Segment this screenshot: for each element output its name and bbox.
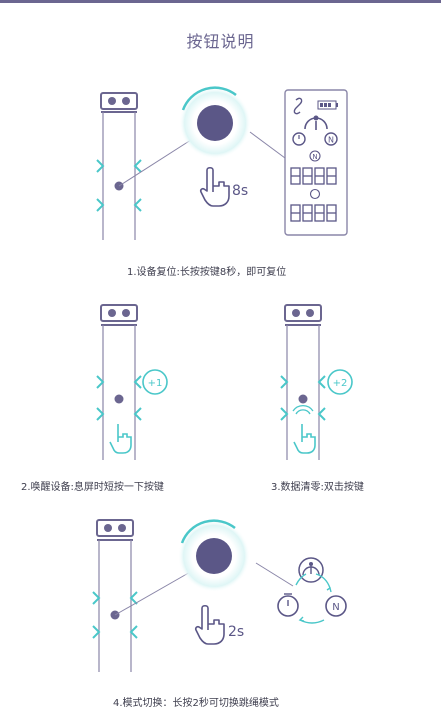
hold-time-label-2: 2s — [228, 624, 244, 640]
digit-row-2 — [290, 204, 337, 222]
step-1-caption: 1.设备复位:长按按键8秒，即可复位 — [127, 267, 287, 278]
hand-icon — [199, 166, 230, 207]
svg-text:N: N — [328, 136, 334, 145]
top-bar — [0, 0, 441, 3]
free-mode-icon — [309, 150, 321, 162]
digit-row-1 — [290, 167, 337, 185]
step-3-caption: 3.数据清零:双击按键 — [271, 482, 364, 493]
page-title: 按钮说明 — [186, 32, 255, 51]
pointer-line-3 — [114, 570, 193, 616]
rope-handle-4 — [92, 519, 138, 672]
count-icon — [324, 132, 338, 146]
rope-handle-1 — [96, 92, 142, 240]
button-zoom-1 — [179, 86, 251, 159]
rope-handle-2 — [96, 304, 142, 460]
timer-icon — [292, 132, 306, 146]
step-2-caption: 2.唤醒设备:息屏时短按一下按键 — [21, 482, 164, 493]
svg-text:+2: +2 — [333, 378, 348, 389]
pointer-line-2 — [249, 131, 286, 159]
step-4-caption: 4.模式切换：长按2秒可切换跳绳模式 — [113, 698, 279, 709]
tap-hand-icon — [109, 424, 132, 454]
double-tap-hand-icon — [293, 424, 316, 454]
pointer-line-4 — [255, 562, 294, 587]
badge-plus1: +1 — [142, 369, 168, 395]
clock-icon — [309, 188, 321, 200]
mode-cycle-diagram: N — [277, 557, 347, 624]
link-icon — [293, 97, 303, 115]
jumper-icon — [304, 115, 328, 130]
display-panel: N N — [284, 89, 348, 236]
hand-icon-2 — [194, 604, 225, 645]
hold-time-label: 8s — [232, 183, 248, 199]
rope-handle-3 — [280, 304, 326, 460]
pointer-line-1 — [118, 137, 195, 187]
svg-text:N: N — [332, 602, 339, 613]
badge-plus2: +2 — [327, 369, 353, 395]
button-zoom-2 — [178, 519, 250, 592]
svg-text:N: N — [312, 153, 317, 161]
svg-text:+1: +1 — [148, 378, 163, 389]
